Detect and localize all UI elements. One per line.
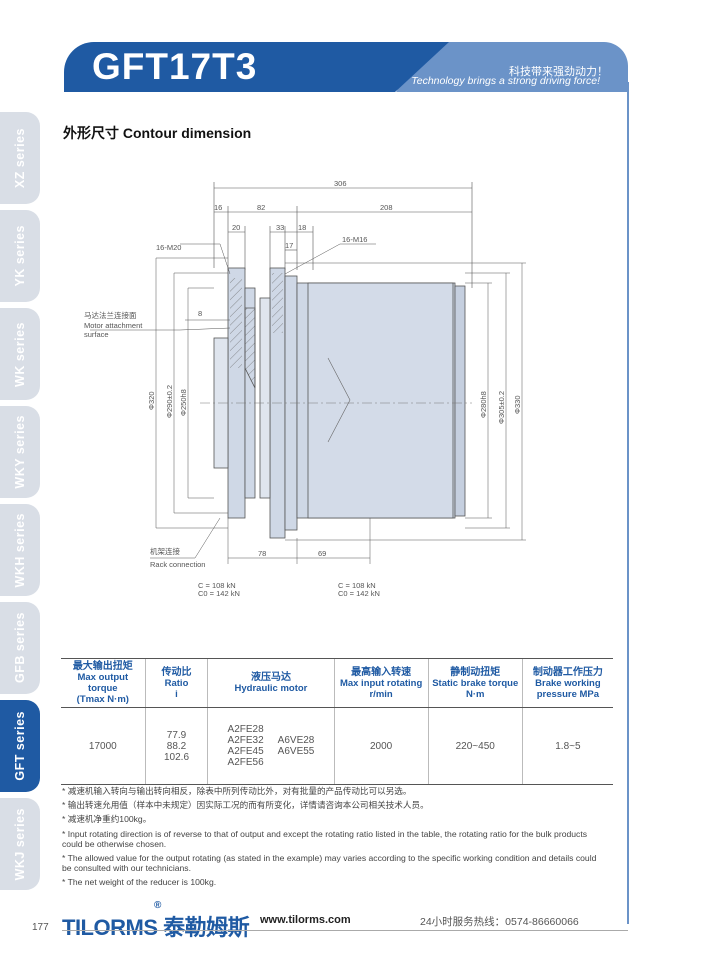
slogan-en: Technology brings a strong driving force…	[411, 75, 600, 87]
dim-33: 33	[276, 223, 284, 232]
tab-label: WKH series	[13, 512, 27, 588]
footer-divider	[62, 930, 628, 931]
tab-gft-series[interactable]: GFT series	[0, 700, 40, 792]
cell-brake-torque: 220~450	[427, 707, 523, 785]
note-item: * Input rotating direction is of reverse…	[62, 828, 588, 849]
cell-torque: 17000	[61, 707, 146, 785]
notes: * 减速机输入转向与输出转向相反，除表中所列传动比外，对有批量的产品传动比可以另…	[62, 786, 602, 892]
cell-brake-pressure: 1.8~5	[521, 707, 613, 785]
banner-main	[64, 42, 449, 92]
dia-305: Φ305±0.2	[497, 391, 506, 424]
dim-20: 20	[232, 223, 240, 232]
rack-en: Rack connection	[150, 560, 205, 569]
tab-wkj-series[interactable]: WKJ series	[0, 798, 40, 890]
cell-speed: 2000	[333, 707, 429, 785]
tab-label: WK series	[13, 321, 27, 387]
brand-logo: TILORMS 泰勒姆斯 ®	[62, 900, 250, 942]
dia-320: Φ320	[147, 392, 156, 411]
motor-surface-cn: 马达法兰连接面	[84, 310, 137, 320]
hotline: 24小时服务热线：0574-86660066	[420, 916, 579, 928]
dim-17: 17	[285, 241, 293, 250]
dim-78: 78	[258, 549, 266, 558]
dim-208: 208	[380, 203, 393, 212]
logo-text: TILORMS 泰勒姆斯	[62, 915, 250, 940]
tab-label: WKJ series	[13, 807, 27, 881]
page-number: 177	[32, 922, 49, 933]
dim-8: 8	[198, 309, 202, 318]
tab-label: YK series	[13, 225, 27, 287]
registered-mark: ®	[154, 900, 161, 911]
dim-82: 82	[257, 203, 265, 212]
tab-xz-series[interactable]: XZ series	[0, 112, 40, 204]
section-title: 外形尺寸 Contour dimension	[63, 125, 252, 141]
tab-gfb-series[interactable]: GFB series	[0, 602, 40, 694]
note-item: * The allowed value for the output rotat…	[62, 853, 597, 874]
contour-drawing: 306 16 82 208 20 33 18 17 16-M20 16-M16 …	[84, 179, 526, 598]
dim-16: 16	[214, 203, 222, 212]
tab-label: WKY series	[13, 415, 27, 489]
dim-18: 18	[298, 223, 306, 232]
tab-label: XZ series	[13, 127, 27, 189]
tab-wk-series[interactable]: WK series	[0, 308, 40, 400]
rack-cn: 机架连接	[150, 546, 180, 556]
note-item: * 减速机净重约100kg。	[62, 814, 152, 825]
load-right-c: C = 108 kN	[338, 581, 376, 590]
dia-250: Φ250h8	[179, 389, 188, 416]
tab-label: GFT series	[13, 711, 27, 781]
dim-69: 69	[318, 549, 326, 558]
load-left-c0: C0 = 142 kN	[198, 589, 240, 598]
note-item: * 减速机输入转向与输出转向相反，除表中所列传动比外，对有批量的产品传动比可以另…	[62, 786, 412, 796]
slogan-cn: 科技带来强劲动力！	[509, 66, 608, 78]
website-link[interactable]: www.tilorms.com	[260, 914, 351, 926]
hole-left-label: 16-M20	[156, 243, 181, 252]
frame-line	[627, 82, 629, 924]
dia-280: Φ280h8	[479, 391, 488, 418]
tab-wkh-series[interactable]: WKH series	[0, 504, 40, 596]
page-title: GFT17T3	[92, 46, 258, 87]
hole-right-label: 16-M16	[342, 235, 367, 244]
load-right-c0: C0 = 142 kN	[338, 589, 380, 598]
dia-330: Φ330	[513, 396, 522, 415]
tab-yk-series[interactable]: YK series	[0, 210, 40, 302]
note-item: * 输出转速允用值（样本中未规定）因实际工况的而有所变化，详情请咨询本公司相关技…	[62, 800, 429, 811]
dim-306: 306	[334, 179, 347, 188]
note-item: * The net weight of the reducer is 100kg…	[62, 877, 217, 888]
tab-wky-series[interactable]: WKY series	[0, 406, 40, 498]
load-left-c: C = 108 kN	[198, 581, 236, 590]
dia-290: Φ290±0.2	[165, 385, 174, 418]
motor-surface-en2: surface	[84, 330, 109, 339]
motor-surface-en1: Motor attachment	[84, 321, 143, 330]
tab-label: GFB series	[13, 612, 27, 684]
